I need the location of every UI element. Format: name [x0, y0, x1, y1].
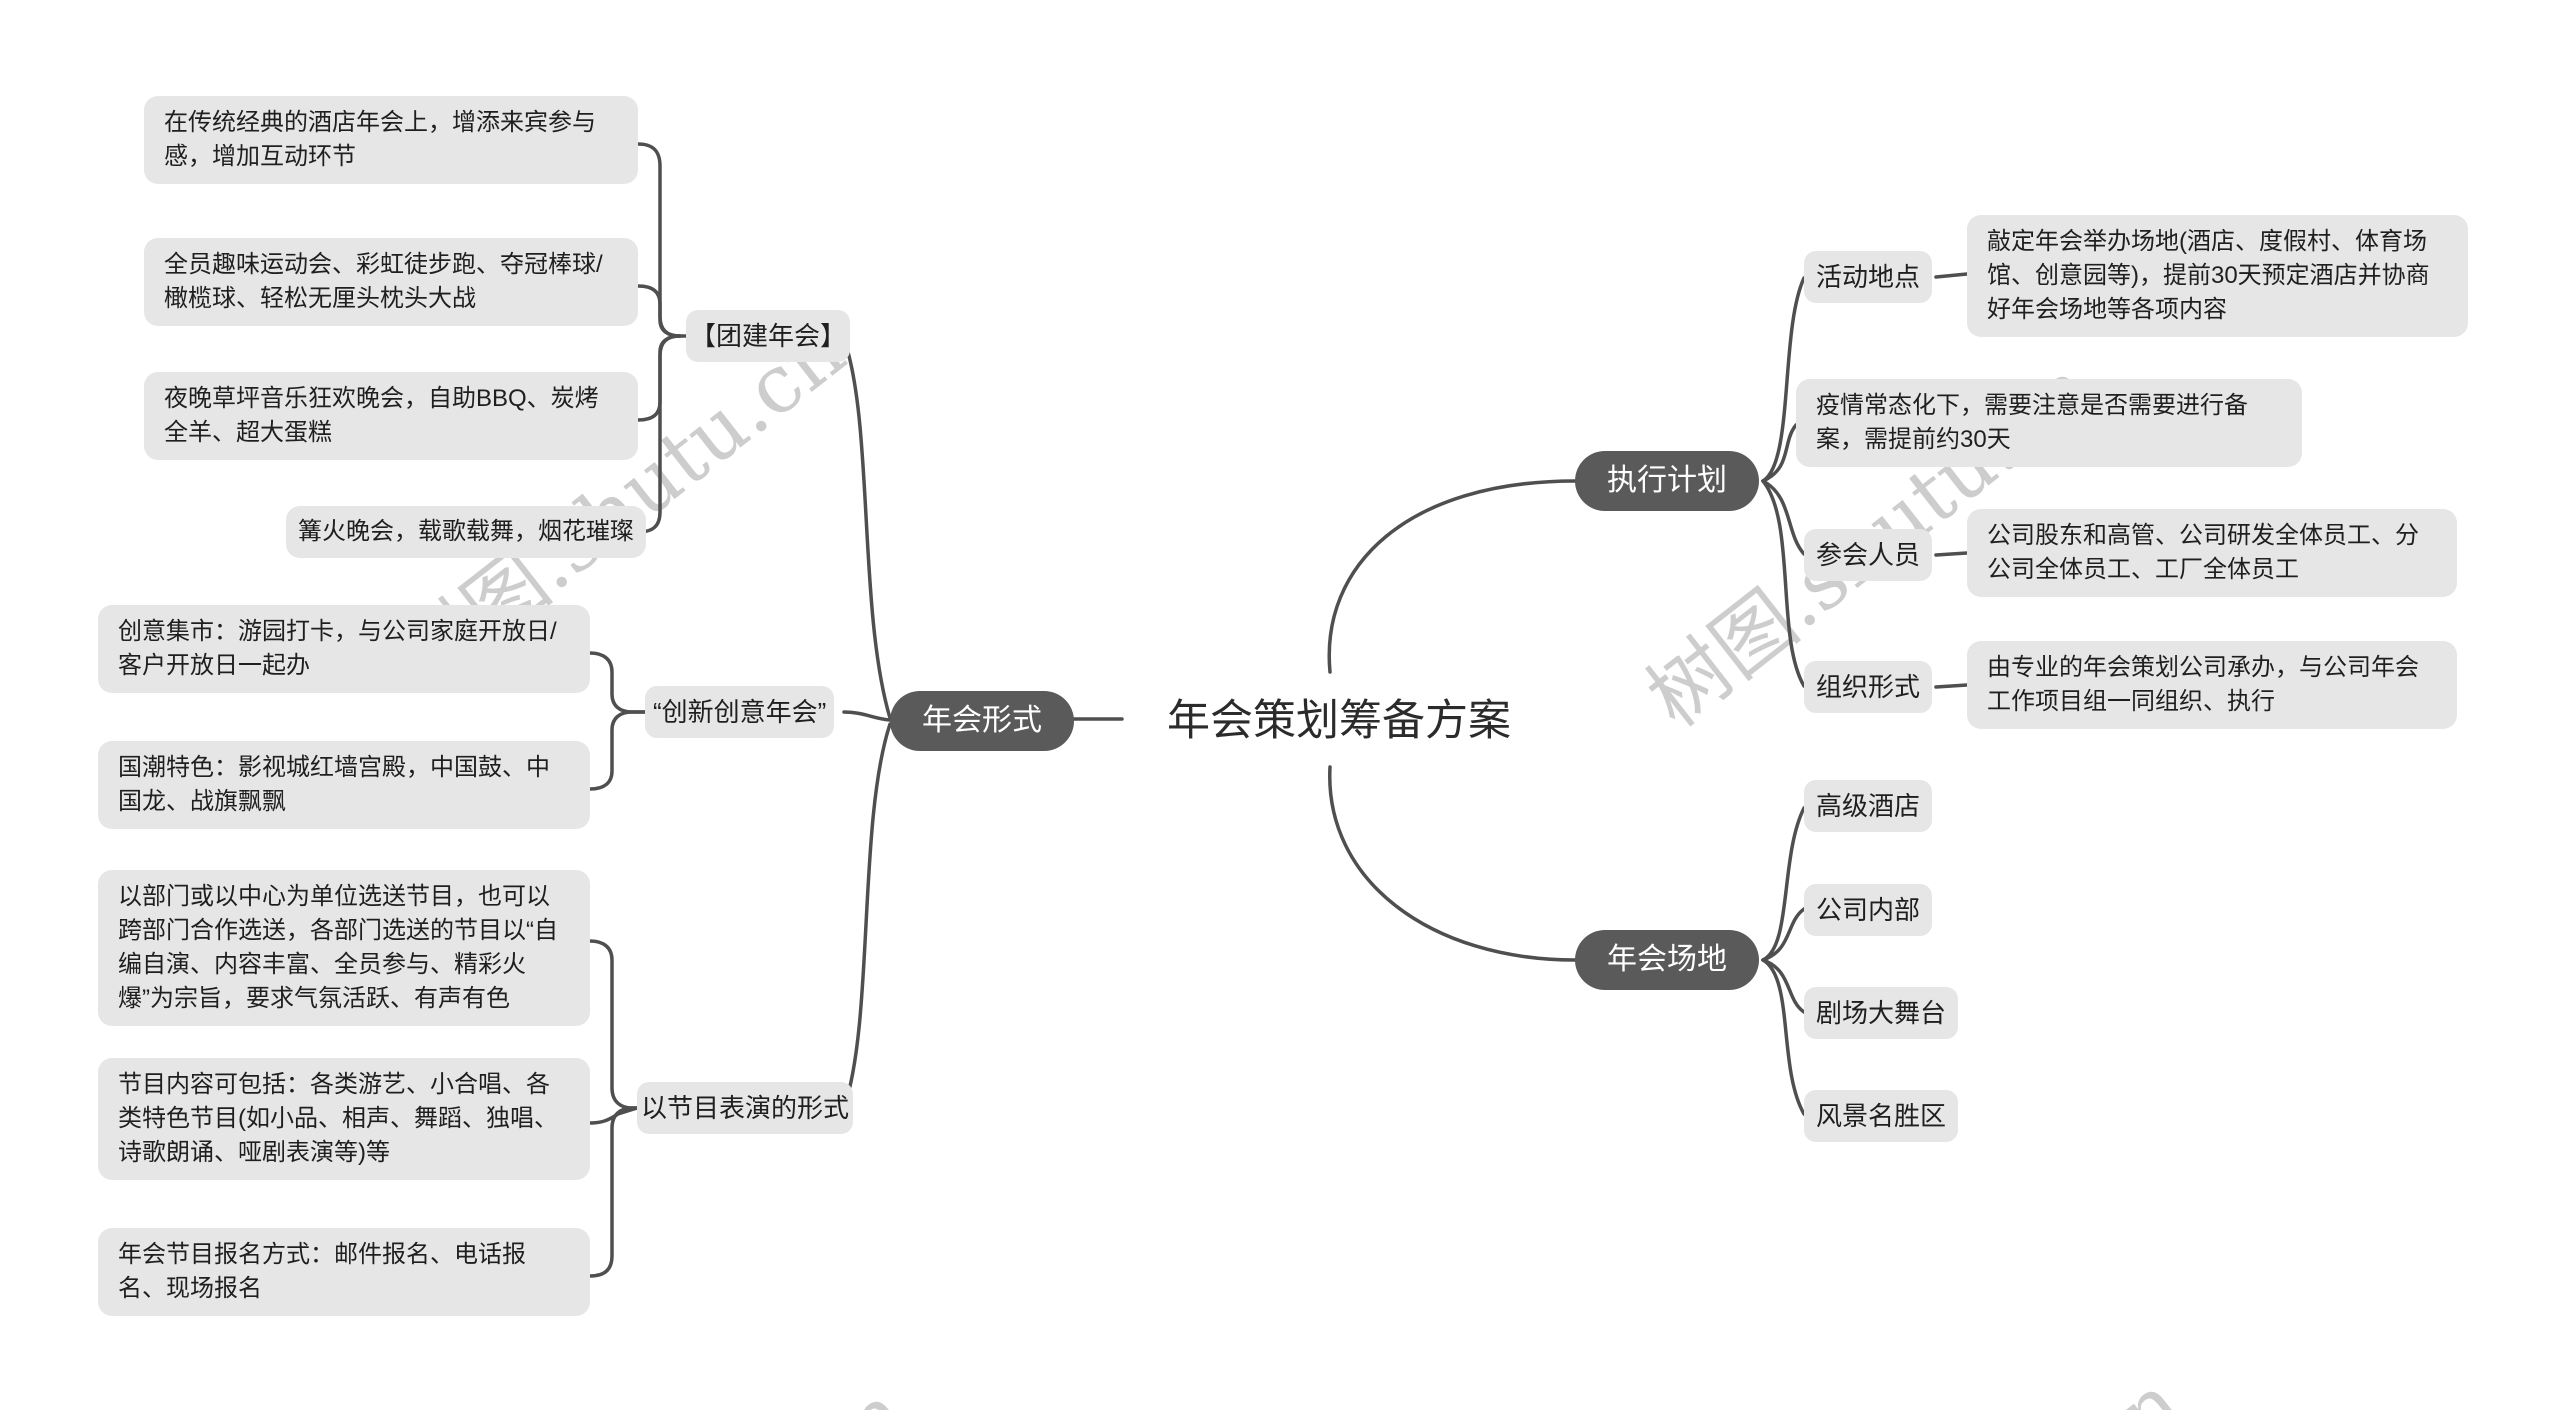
central-topic[interactable]: 年会策划筹备方案	[1167, 697, 1511, 745]
connector	[842, 722, 892, 1110]
connector	[588, 651, 647, 714]
branch-zhixing-jihua[interactable]: 执行计划	[1575, 451, 1759, 511]
connector	[1934, 683, 1969, 689]
connector	[1761, 958, 1806, 1116]
connector	[1761, 958, 1806, 1014]
connector	[1934, 272, 1969, 279]
connector	[636, 284, 682, 338]
node-performance-form[interactable]: 以节目表演的形式	[637, 1082, 854, 1134]
connector	[636, 142, 688, 338]
leaf-sports-games[interactable]: 全员趣味运动会、彩虹徒步跑、夺冠棒球/橄榄球、轻松无厘头枕头大战	[144, 238, 638, 326]
connector	[588, 710, 647, 791]
leaf-pandemic-filing[interactable]: 疫情常态化下，需要注意是否需要进行备案，需提前约30天	[1796, 379, 2302, 467]
connector	[1761, 479, 1806, 556]
connector	[1328, 765, 1577, 962]
node-huodong-didian[interactable]: 活动地点	[1804, 251, 1933, 303]
node-luxury-hotel[interactable]: 高级酒店	[1804, 780, 1933, 832]
connector	[1761, 907, 1806, 962]
connector	[588, 1106, 639, 1278]
leaf-night-party[interactable]: 夜晚草坪音乐狂欢晚会，自助BBQ、炭烤全羊、超大蛋糕	[144, 372, 638, 460]
node-theater-stage[interactable]: 剧场大舞台	[1804, 987, 1959, 1039]
connector	[1761, 806, 1806, 962]
leaf-attendees[interactable]: 公司股东和高管、公司研发全体员工、分公司全体员工、工厂全体员工	[1967, 509, 2457, 597]
connector	[1327, 479, 1577, 674]
leaf-creative-market[interactable]: 创意集市：游园打卡，与公司家庭开放日/客户开放日一起办	[98, 605, 590, 693]
leaf-venue-booking[interactable]: 敲定年会举办场地(酒店、度假村、体育场馆、创意园等)，提前30天预定酒店并协商好…	[1967, 215, 2468, 337]
node-canhui-renyuan[interactable]: 参会人员	[1804, 529, 1933, 581]
connector	[1761, 479, 1806, 688]
leaf-bonfire[interactable]: 篝火晚会，载歌载舞，烟花璀璨	[286, 506, 646, 558]
leaf-guochao[interactable]: 国潮特色：影视城红墙宫殿，中国鼓、中国龙、战旗飘飘	[98, 741, 590, 829]
connector	[588, 939, 639, 1110]
leaf-hotel-participation[interactable]: 在传统经典的酒店年会上，增添来宾参与感，增加互动环节	[144, 96, 638, 184]
connector	[1934, 551, 1969, 557]
leaf-department-programs[interactable]: 以部门或以中心为单位选送节目，也可以跨部门合作选送，各部门选送的节目以“自编自演…	[98, 870, 590, 1026]
connector	[842, 710, 892, 722]
connector	[1761, 423, 1798, 483]
node-company-internal[interactable]: 公司内部	[1804, 884, 1933, 936]
leaf-signup-methods[interactable]: 年会节目报名方式：邮件报名、电话报名、现场报名	[98, 1228, 590, 1316]
branch-nianhui-xingshi[interactable]: 年会形式	[890, 691, 1074, 751]
node-zuzhi-xingshi[interactable]: 组织形式	[1804, 661, 1933, 713]
connector	[1761, 276, 1806, 483]
leaf-program-content[interactable]: 节目内容可包括：各类游艺、小合唱、各类特色节目(如小品、相声、舞蹈、独唱、诗歌朗…	[98, 1058, 590, 1180]
connector	[841, 334, 892, 720]
branch-nianhui-changdi[interactable]: 年会场地	[1575, 930, 1759, 990]
node-chuangxin-chuangyi[interactable]: “创新创意年会”	[645, 686, 835, 738]
node-scenic-area[interactable]: 风景名胜区	[1804, 1090, 1959, 1142]
connector	[636, 334, 682, 534]
node-tuanjian-nianhui[interactable]: 【团建年会】	[686, 310, 851, 362]
leaf-organizer[interactable]: 由专业的年会策划公司承办，与公司年会工作项目组一同组织、执行	[1967, 641, 2457, 729]
